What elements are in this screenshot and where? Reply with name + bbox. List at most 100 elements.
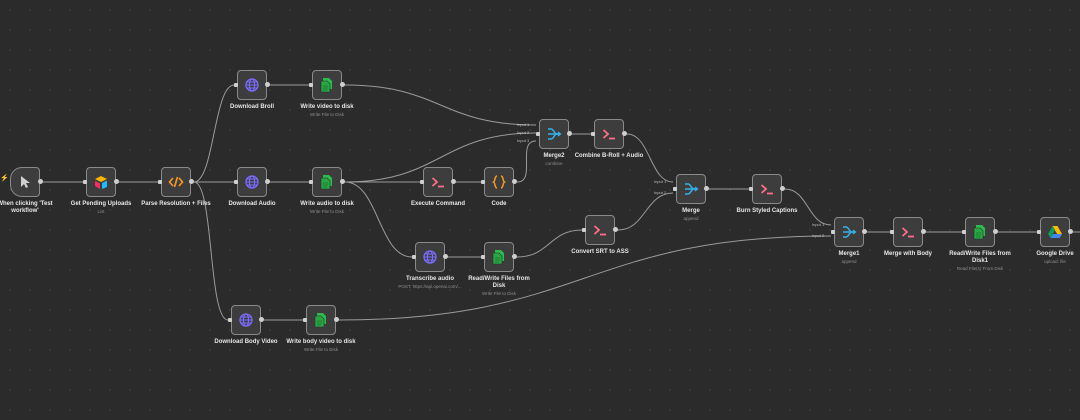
node-trigger[interactable] bbox=[10, 167, 43, 197]
node-label: Write video to disk bbox=[300, 104, 354, 110]
output-port[interactable] bbox=[38, 179, 43, 184]
input-label: Input 3 bbox=[517, 138, 530, 143]
output-port[interactable] bbox=[265, 82, 270, 87]
node-dl-broll[interactable] bbox=[234, 70, 270, 100]
node-code[interactable] bbox=[481, 167, 517, 197]
node-label: Read/Write Files from Disk1 bbox=[949, 251, 1011, 264]
output-port[interactable] bbox=[622, 131, 627, 136]
input-port[interactable] bbox=[309, 83, 313, 87]
node-convert[interactable] bbox=[582, 215, 618, 245]
output-port[interactable] bbox=[451, 179, 456, 184]
file-icon bbox=[319, 174, 335, 190]
output-port[interactable] bbox=[993, 229, 998, 234]
input-port[interactable] bbox=[831, 230, 835, 234]
node-rw-files1[interactable] bbox=[962, 217, 998, 247]
node-write-video[interactable] bbox=[309, 70, 345, 100]
merge-icon bbox=[841, 224, 857, 240]
cursor-icon bbox=[17, 174, 33, 190]
node-merge-body[interactable] bbox=[890, 217, 926, 247]
node-label: Write audio to disk bbox=[300, 201, 354, 207]
input-port[interactable] bbox=[234, 83, 238, 87]
output-port[interactable] bbox=[340, 82, 345, 87]
input-port[interactable] bbox=[1037, 230, 1041, 234]
input-port[interactable] bbox=[303, 318, 307, 322]
file-icon bbox=[319, 77, 335, 93]
input-port[interactable] bbox=[673, 187, 677, 191]
node-label: Download Body Video bbox=[214, 339, 278, 345]
node-parse[interactable] bbox=[158, 167, 194, 197]
input-label: Input 2 bbox=[517, 130, 530, 135]
output-port[interactable] bbox=[259, 317, 264, 322]
output-port[interactable] bbox=[340, 179, 345, 184]
connection-edge[interactable] bbox=[784, 188, 832, 226]
input-port[interactable] bbox=[591, 132, 595, 136]
output-port[interactable] bbox=[512, 179, 517, 184]
input-port[interactable] bbox=[228, 318, 232, 322]
merge-icon bbox=[683, 181, 699, 197]
input-port[interactable] bbox=[234, 180, 238, 184]
braces-icon bbox=[491, 174, 507, 190]
input-port[interactable] bbox=[962, 230, 966, 234]
node-subtitle: Write File to Disk bbox=[482, 291, 516, 296]
node-subtitle: Read File(s) From Disk bbox=[956, 266, 1004, 271]
connection-edge[interactable] bbox=[344, 181, 413, 258]
input-port[interactable] bbox=[481, 255, 485, 259]
node-label: Convert SRT to ASS bbox=[571, 249, 629, 255]
output-port[interactable] bbox=[334, 317, 339, 322]
node-dl-audio[interactable] bbox=[234, 167, 270, 197]
output-port[interactable] bbox=[862, 229, 867, 234]
terminal-icon bbox=[430, 174, 446, 190]
node-label: Download Audio bbox=[228, 201, 276, 207]
globe-icon bbox=[238, 312, 254, 328]
output-port[interactable] bbox=[704, 186, 709, 191]
input-port[interactable] bbox=[83, 180, 87, 184]
node-label: Download Broll bbox=[230, 104, 274, 110]
connection-edge[interactable] bbox=[193, 84, 235, 183]
node-transcribe[interactable] bbox=[412, 242, 448, 272]
input-label: Input 1 bbox=[812, 222, 825, 227]
terminal-icon bbox=[592, 222, 608, 238]
input-port[interactable] bbox=[749, 187, 753, 191]
node-gdrive[interactable] bbox=[1037, 217, 1073, 247]
node-exec[interactable] bbox=[420, 167, 456, 197]
node-subtitle: List bbox=[97, 209, 105, 214]
input-port[interactable] bbox=[481, 180, 485, 184]
node-combine[interactable] bbox=[591, 119, 627, 149]
node-burn[interactable] bbox=[749, 174, 785, 204]
input-port[interactable] bbox=[890, 230, 894, 234]
input-port[interactable] bbox=[536, 132, 540, 136]
input-port[interactable] bbox=[420, 180, 424, 184]
node-write-audio[interactable] bbox=[309, 167, 345, 197]
output-port[interactable] bbox=[1068, 229, 1073, 234]
output-port[interactable] bbox=[567, 131, 572, 136]
node-merge2[interactable] bbox=[536, 119, 572, 149]
node-merge[interactable] bbox=[673, 174, 709, 204]
output-port[interactable] bbox=[443, 254, 448, 259]
output-port[interactable] bbox=[114, 179, 119, 184]
node-merge1[interactable] bbox=[831, 217, 867, 247]
merge-icon bbox=[546, 126, 562, 142]
output-port[interactable] bbox=[189, 179, 194, 184]
node-label: Read/Write Files from Disk bbox=[468, 276, 530, 289]
output-port[interactable] bbox=[613, 227, 618, 232]
output-port[interactable] bbox=[921, 229, 926, 234]
node-rw-files[interactable] bbox=[481, 242, 517, 272]
output-port[interactable] bbox=[512, 254, 517, 259]
input-port[interactable] bbox=[582, 228, 586, 232]
google-drive-icon bbox=[1047, 224, 1063, 240]
node-pending[interactable] bbox=[83, 167, 119, 197]
node-write-body[interactable] bbox=[303, 305, 339, 335]
output-port[interactable] bbox=[265, 179, 270, 184]
output-port[interactable] bbox=[780, 186, 785, 191]
node-subtitle: Write File to Disk bbox=[310, 112, 344, 117]
node-label: Merge1 bbox=[838, 251, 860, 257]
node-dl-body[interactable] bbox=[228, 305, 264, 335]
node-label: Get Pending Uploads bbox=[70, 201, 132, 207]
input-port[interactable] bbox=[309, 180, 313, 184]
node-label: Execute Command bbox=[410, 201, 465, 207]
input-port[interactable] bbox=[158, 180, 162, 184]
globe-icon bbox=[244, 77, 260, 93]
node-label: Write body video to disk bbox=[286, 339, 356, 345]
input-port[interactable] bbox=[412, 255, 416, 259]
